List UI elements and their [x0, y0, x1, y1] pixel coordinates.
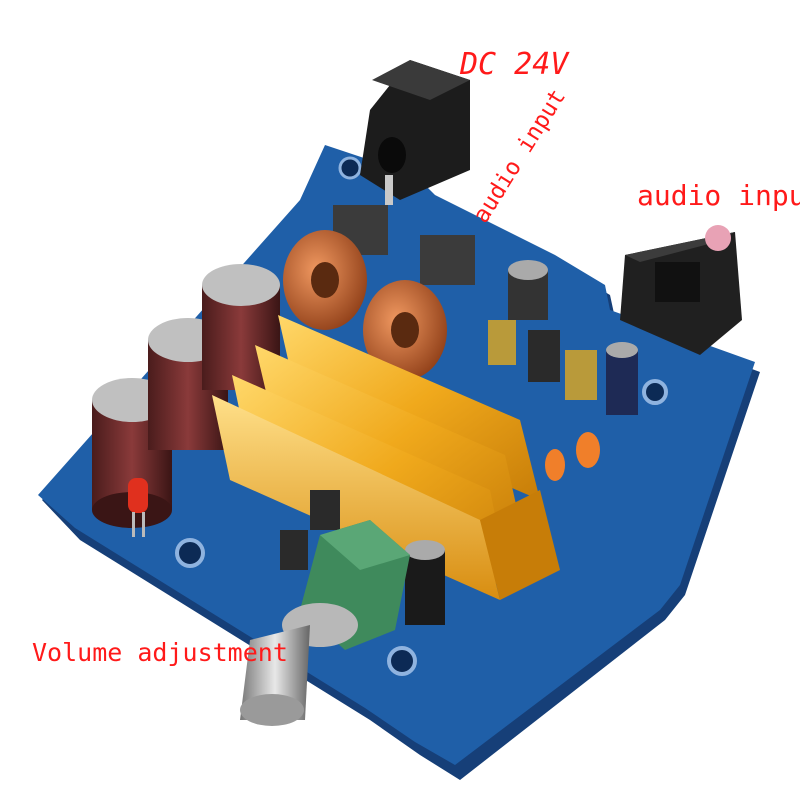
dc-power-annotation: DC 24V	[460, 47, 569, 82]
power-led	[128, 478, 148, 537]
dc-power-jack	[360, 60, 470, 205]
small-capacitors	[280, 260, 638, 625]
mounting-holes	[175, 156, 668, 676]
audio-input-annotation: audio input	[637, 179, 800, 212]
volume-annotation: Volume adjustment	[32, 638, 288, 667]
bulk-capacitors	[92, 264, 280, 528]
audio-input-jack	[620, 225, 742, 355]
volume-potentiometer	[240, 520, 410, 726]
inductors	[283, 205, 475, 380]
